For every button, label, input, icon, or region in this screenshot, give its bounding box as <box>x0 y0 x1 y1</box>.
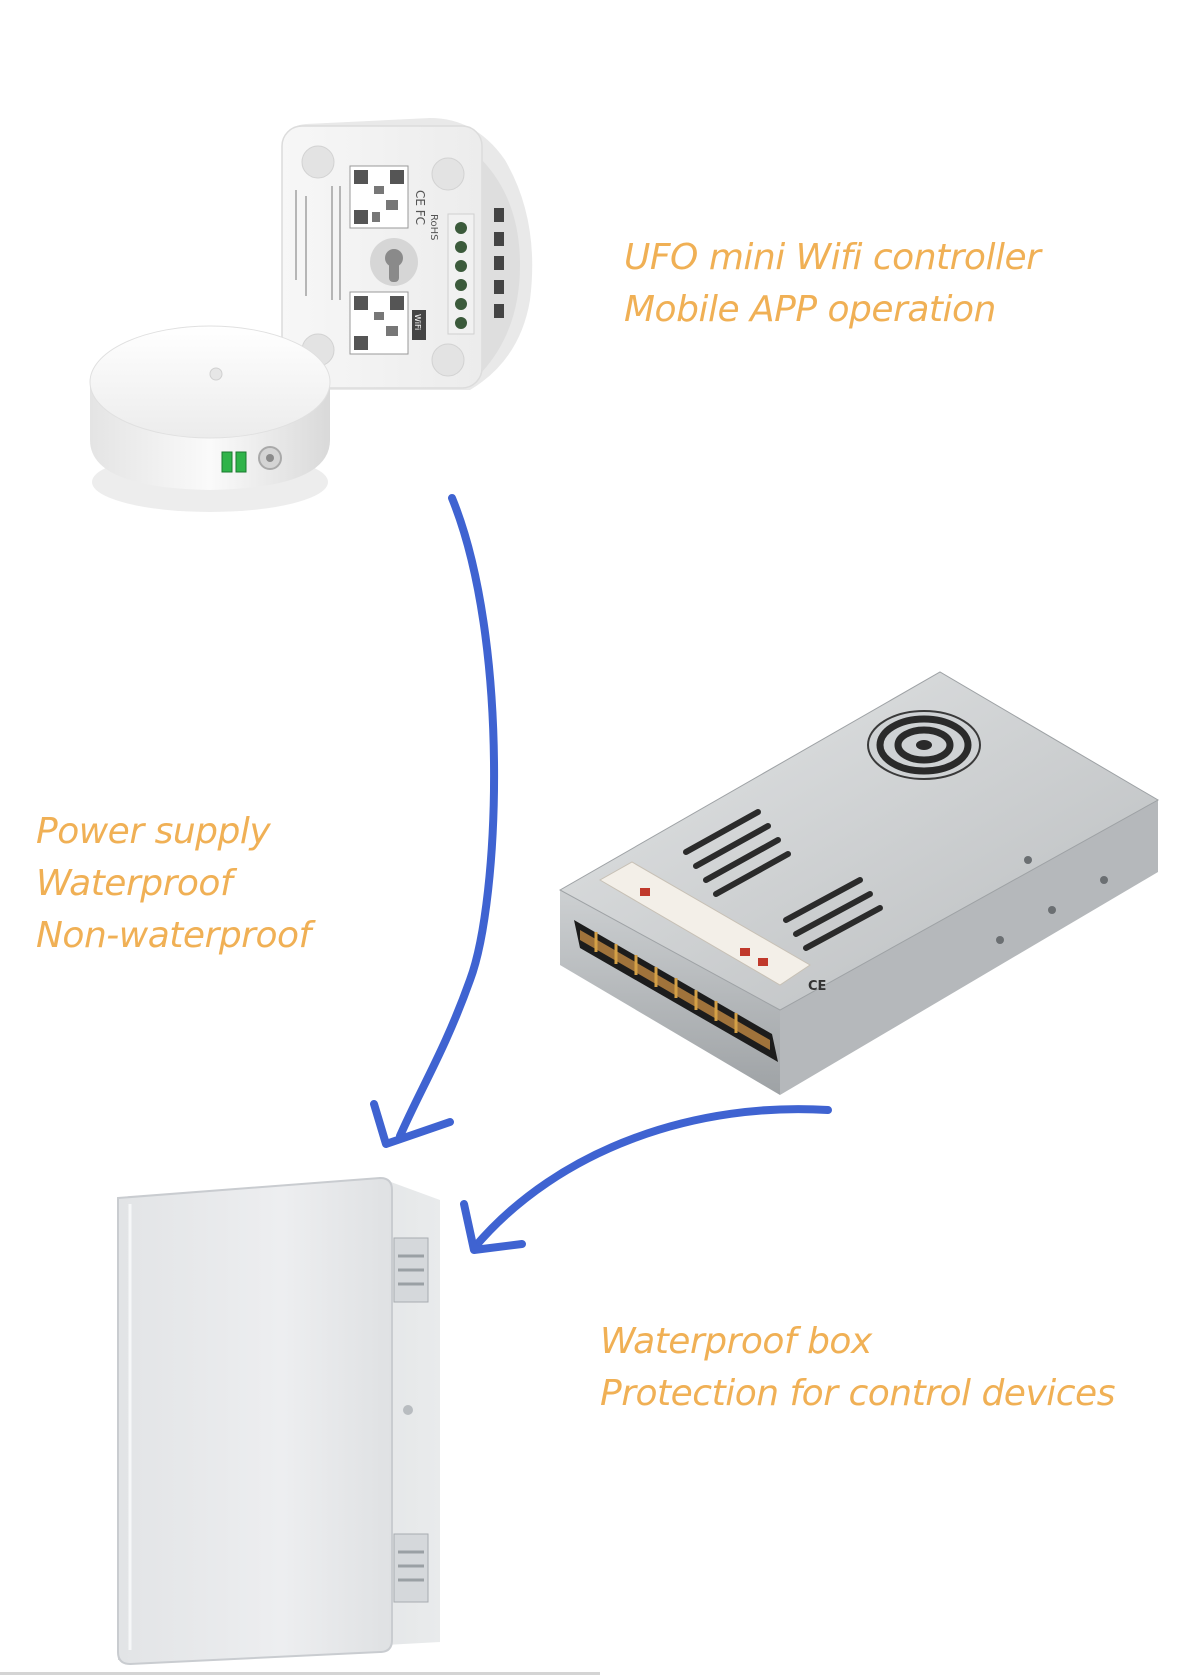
wifi-controller-illustration: RoHS CE FC WiFi <box>89 118 533 512</box>
power-supply-illustration: CE <box>558 671 1160 1095</box>
corner-pad-icon <box>431 157 465 191</box>
waterproof-box-label: Waterproof box Protection for control de… <box>600 1316 1115 1420</box>
arrow-controller-to-box <box>370 494 499 1148</box>
bottom-divider <box>0 1672 600 1675</box>
waterproof-box-label-line-1: Waterproof box <box>600 1321 872 1362</box>
hinge-icon <box>393 1533 429 1603</box>
power-supply-label-line-1: Power supply <box>36 811 271 852</box>
controller-label-line-1: UFO mini Wifi controller <box>624 237 1041 278</box>
controller-label-line-2: Mobile APP operation <box>624 289 996 330</box>
arrow-psu-to-box <box>460 1105 832 1254</box>
power-supply-label-line-3: Non-waterproof <box>36 915 311 956</box>
led-indicator-icon <box>209 367 223 381</box>
waterproof-box-label-line-2: Protection for control devices <box>600 1373 1115 1414</box>
qr-code-icon <box>349 165 409 229</box>
controller-puck <box>89 325 331 512</box>
hinge-icon <box>393 1237 429 1303</box>
terminal-block <box>447 208 504 335</box>
green-terminal-icon <box>221 451 233 473</box>
waterproof-box-illustration <box>117 1176 440 1666</box>
controller-back-plate: RoHS CE FC WiFi <box>281 118 533 390</box>
psu-terminal-strip <box>574 920 778 1062</box>
wifi-badge <box>412 310 426 340</box>
power-supply-label: Power supply Waterproof Non-waterproof <box>36 806 311 962</box>
controller-label: UFO mini Wifi controller Mobile APP oper… <box>624 232 1041 336</box>
green-terminal-icon <box>235 451 247 473</box>
rohs-mark: RoHS <box>428 214 439 240</box>
ce-mark: CE <box>808 979 826 994</box>
latch-icon <box>403 1405 413 1415</box>
corner-pad-icon <box>431 343 465 377</box>
power-supply-label-line-2: Waterproof <box>36 863 233 904</box>
corner-pad-icon <box>301 145 335 179</box>
fan-grille-icon <box>867 710 981 780</box>
ce-fc-mark: CE FC <box>413 190 427 225</box>
wifi-mark: WiFi <box>413 314 422 330</box>
vent-slots <box>683 809 883 951</box>
qr-code-icon <box>349 291 409 355</box>
keyhole-mount-icon <box>370 238 418 286</box>
